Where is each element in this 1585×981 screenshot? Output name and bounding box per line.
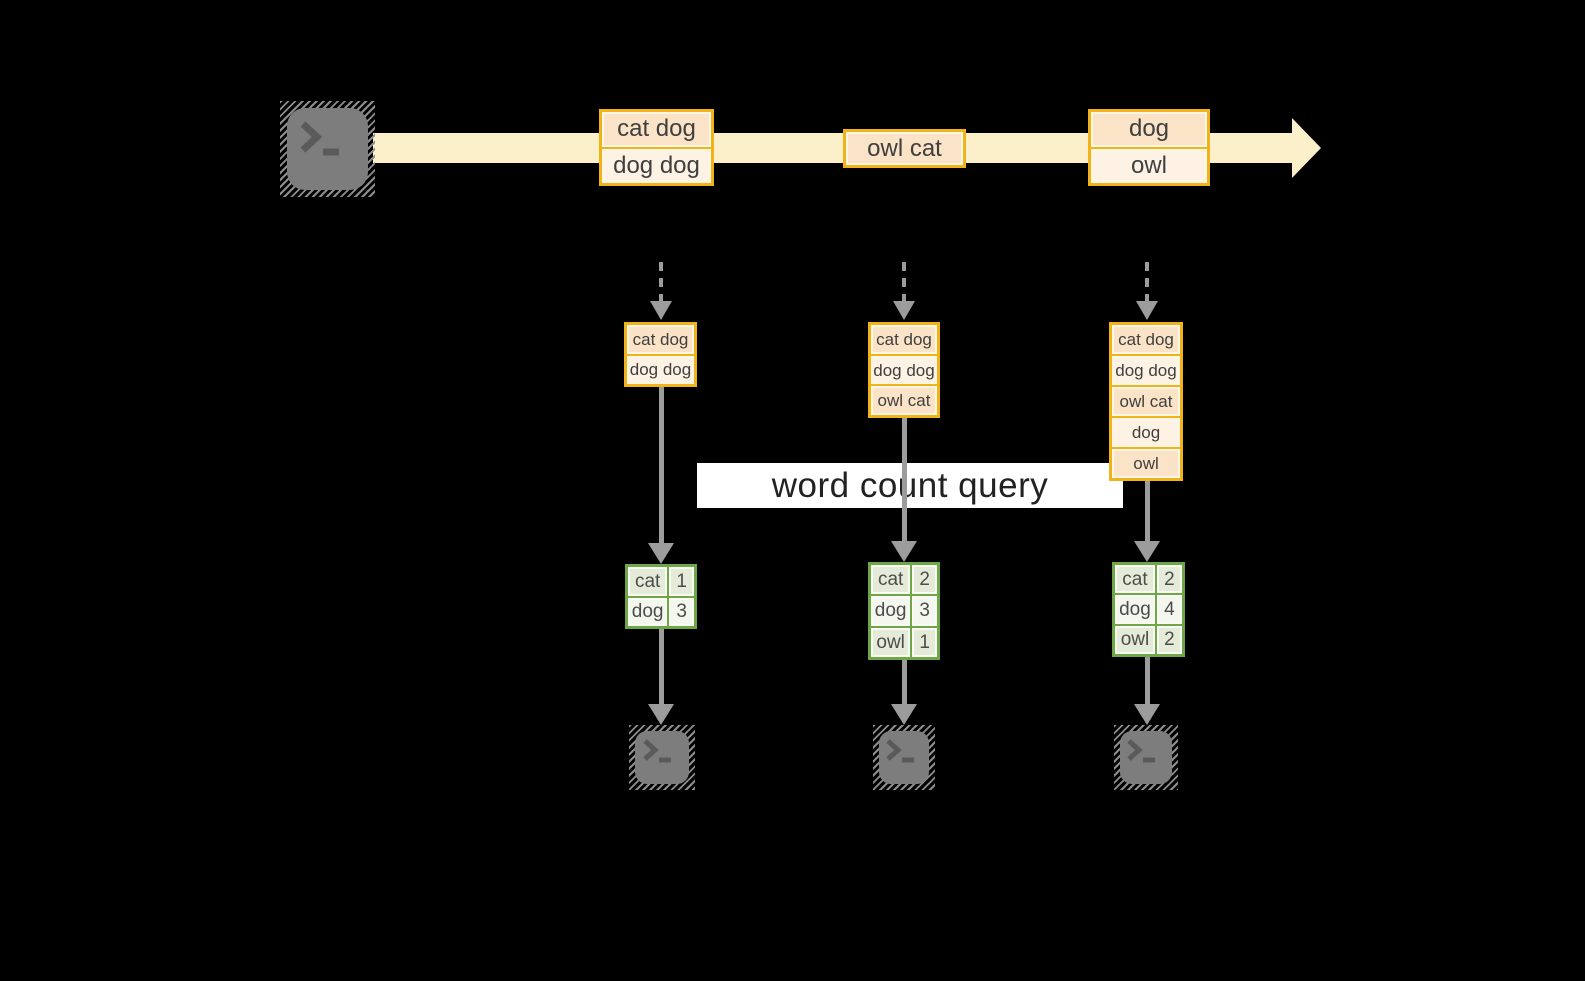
count-value: 2 [1156, 625, 1182, 654]
state-row: owl cat [1112, 387, 1180, 416]
count-word: owl [1115, 625, 1155, 654]
stream-event-2: owl cat [843, 129, 966, 168]
count-row: owl 1 [871, 627, 937, 657]
sink-terminal-icon-1 [629, 725, 695, 790]
count-value: 1 [669, 567, 694, 596]
count-table-2: cat 2 dog 3 owl 1 [868, 562, 940, 660]
count-row: cat 2 [1115, 565, 1182, 594]
query-label: word count query [697, 463, 1123, 508]
terminal-prompt-icon [1127, 739, 1155, 763]
stream-event-3: dog owl [1088, 109, 1210, 186]
terminal-prompt-icon [886, 739, 914, 763]
stream-event-row: dog dog [602, 148, 711, 183]
count-value: 3 [669, 597, 694, 626]
stream-event-row: owl [1091, 148, 1207, 183]
sink-arrow-1 [659, 628, 664, 705]
count-table-3: cat 2 dog 4 owl 2 [1112, 562, 1185, 657]
query-arrow-1 [659, 386, 664, 544]
sink-arrow-2 [902, 659, 907, 705]
query-arrow-1-head [648, 543, 674, 564]
count-word: cat [1115, 565, 1155, 594]
count-word: dog [1115, 595, 1155, 624]
sink-arrow-2-head [891, 704, 917, 725]
query-label-text: word count query [771, 465, 1049, 505]
count-word: owl [871, 627, 911, 657]
stream-event-row: cat dog [602, 112, 711, 147]
state-row: owl cat [871, 386, 937, 416]
query-arrow-2 [902, 417, 907, 542]
stream-event-row: owl cat [846, 132, 963, 165]
stream-event-row: dog [1091, 112, 1207, 147]
dashed-arrow-3-head [1136, 301, 1158, 320]
state-row: owl [1112, 449, 1180, 478]
query-arrow-3-head [1134, 541, 1160, 562]
count-word: dog [871, 596, 911, 626]
terminal-prompt-icon [643, 739, 671, 763]
sink-terminal-icon-3 [1114, 725, 1178, 790]
count-word: cat [628, 567, 668, 596]
count-table-1: cat 1 dog 3 [625, 564, 697, 629]
sink-arrow-3-head [1134, 704, 1160, 725]
state-row: dog dog [1112, 356, 1180, 385]
count-word: dog [628, 597, 668, 626]
count-value: 3 [912, 596, 937, 626]
dashed-arrow-2 [902, 262, 906, 302]
state-box-1: cat dog dog dog [624, 322, 697, 387]
dashed-arrow-3 [1145, 262, 1149, 302]
stream-arrowhead [1292, 118, 1321, 178]
count-value: 4 [1156, 595, 1182, 624]
count-value: 2 [912, 565, 937, 595]
dashed-arrow-1-head [650, 301, 672, 320]
count-word: cat [871, 565, 911, 595]
state-row: cat dog [1112, 325, 1180, 354]
query-arrow-3 [1145, 480, 1150, 542]
count-row: cat 2 [871, 565, 937, 595]
terminal-prompt-icon [300, 121, 339, 156]
count-row: dog 4 [1115, 595, 1182, 624]
state-box-3: cat dog dog dog owl cat dog owl [1109, 322, 1183, 481]
source-terminal-icon [280, 101, 375, 197]
count-row: dog 3 [628, 597, 694, 626]
state-row: dog dog [627, 355, 694, 384]
dashed-arrow-2-head [893, 301, 915, 320]
state-row: dog [1112, 418, 1180, 447]
sink-arrow-1-head [648, 704, 674, 725]
state-row: cat dog [871, 325, 937, 354]
state-row: cat dog [627, 325, 694, 354]
count-row: cat 1 [628, 567, 694, 596]
state-row: dog dog [871, 355, 937, 385]
dashed-arrow-1 [659, 262, 663, 302]
query-arrow-2-head [891, 541, 917, 562]
count-value: 1 [912, 627, 937, 657]
count-row: owl 2 [1115, 625, 1182, 654]
sink-terminal-icon-2 [873, 725, 935, 790]
sink-arrow-3 [1145, 656, 1150, 705]
state-box-2: cat dog dog dog owl cat [868, 322, 940, 418]
count-row: dog 3 [871, 596, 937, 626]
stream-event-1: cat dog dog dog [599, 109, 714, 186]
count-value: 2 [1156, 565, 1182, 594]
